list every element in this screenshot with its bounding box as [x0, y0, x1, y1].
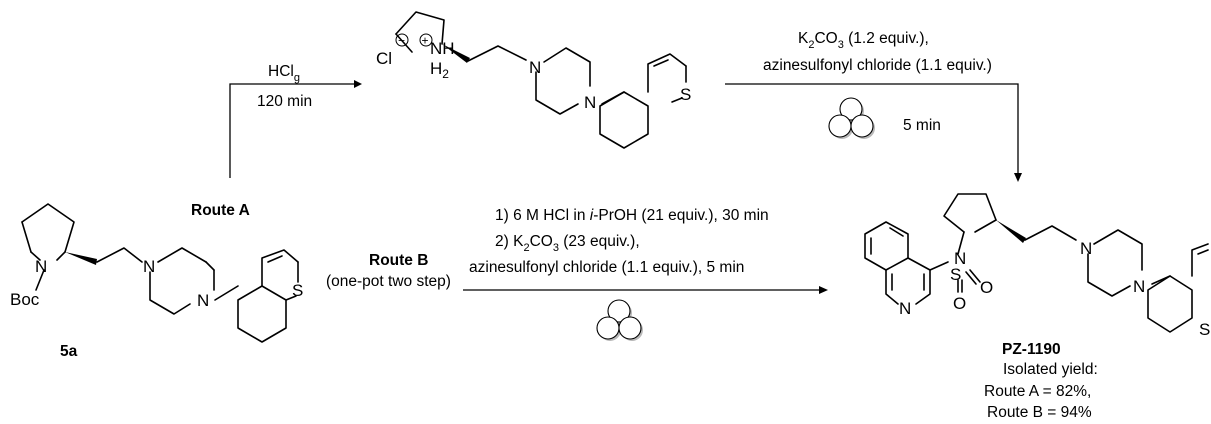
start-material-5a: [21, 203, 299, 343]
atom-boc-5a: Boc: [10, 290, 40, 309]
atom-n-pip2-5a: N: [197, 291, 209, 310]
route-a-step2-time: 5 min: [903, 117, 941, 134]
atom-n-5a: N: [35, 257, 47, 276]
route-a-arrow-step1: [229, 80, 362, 178]
atom-o2-sulfonyl: O: [953, 294, 966, 313]
atom-n-pyrrolidine-product: N: [954, 249, 966, 268]
atom-s-thiophene-product: S: [1199, 320, 1210, 339]
product-label: PZ-1190: [1002, 341, 1061, 358]
route-a-step2-reagent1: K2CO3 (1.2 equiv.),: [798, 30, 929, 51]
atom-n-pip2-product: N: [1133, 277, 1145, 296]
intermediate-hcl-salt: [395, 11, 687, 149]
atom-s-sulfonyl: S: [950, 265, 961, 284]
label-5a: 5a: [60, 343, 78, 360]
atom-s-int: S: [680, 85, 691, 104]
atom-n-isoquinoline: N: [899, 299, 911, 318]
atom-n-pip1-int: N: [529, 58, 541, 77]
route-a-label: Route A: [191, 202, 250, 219]
route-b-condition-3: azinesulfonyl chloride (1.1 equiv.), 5 m…: [469, 259, 744, 276]
route-b-condition-2: 2) K2CO3 (23 equiv.),: [495, 233, 640, 254]
plus-sign: +: [422, 34, 429, 48]
charge-signs: [395, 33, 433, 47]
route-b-condition-1: 1) 6 M HCl in i-PrOH (21 equiv.), 30 min: [495, 207, 769, 224]
atom-h2: H2: [430, 59, 449, 81]
route-b-sublabel: (one-pot two step): [326, 273, 451, 290]
ball-mill-icon-route-a: [828, 97, 875, 139]
route-a-arrow-step2: [725, 83, 1022, 182]
atom-cl: Cl: [376, 49, 392, 68]
route-a-step1-time: 120 min: [257, 93, 312, 110]
route-b-label: Route B: [369, 252, 428, 269]
ball-mill-icon-route-b: [596, 299, 643, 341]
route-a-step2-reagent2: azinesulfonyl chloride (1.1 equiv.): [763, 57, 992, 74]
route-b-arrow: [463, 286, 828, 294]
route-a-step1-reagent: HClg: [268, 63, 300, 84]
atom-o1-sulfonyl: O: [980, 278, 993, 297]
atom-n-pip1-5a: N: [143, 257, 155, 276]
product-pz-1190: [864, 193, 1209, 333]
yield-title: Isolated yield:: [1003, 361, 1098, 378]
atom-n-pip2-int: N: [584, 93, 596, 112]
minus-sign: −: [398, 34, 405, 48]
atom-n-pip1-product: N: [1080, 239, 1092, 258]
atom-nh: NH: [430, 39, 455, 58]
atom-s-5a: S: [292, 281, 303, 300]
yield-route-a: Route A = 82%,: [984, 383, 1091, 400]
yield-route-b: Route B = 94%: [987, 404, 1092, 421]
